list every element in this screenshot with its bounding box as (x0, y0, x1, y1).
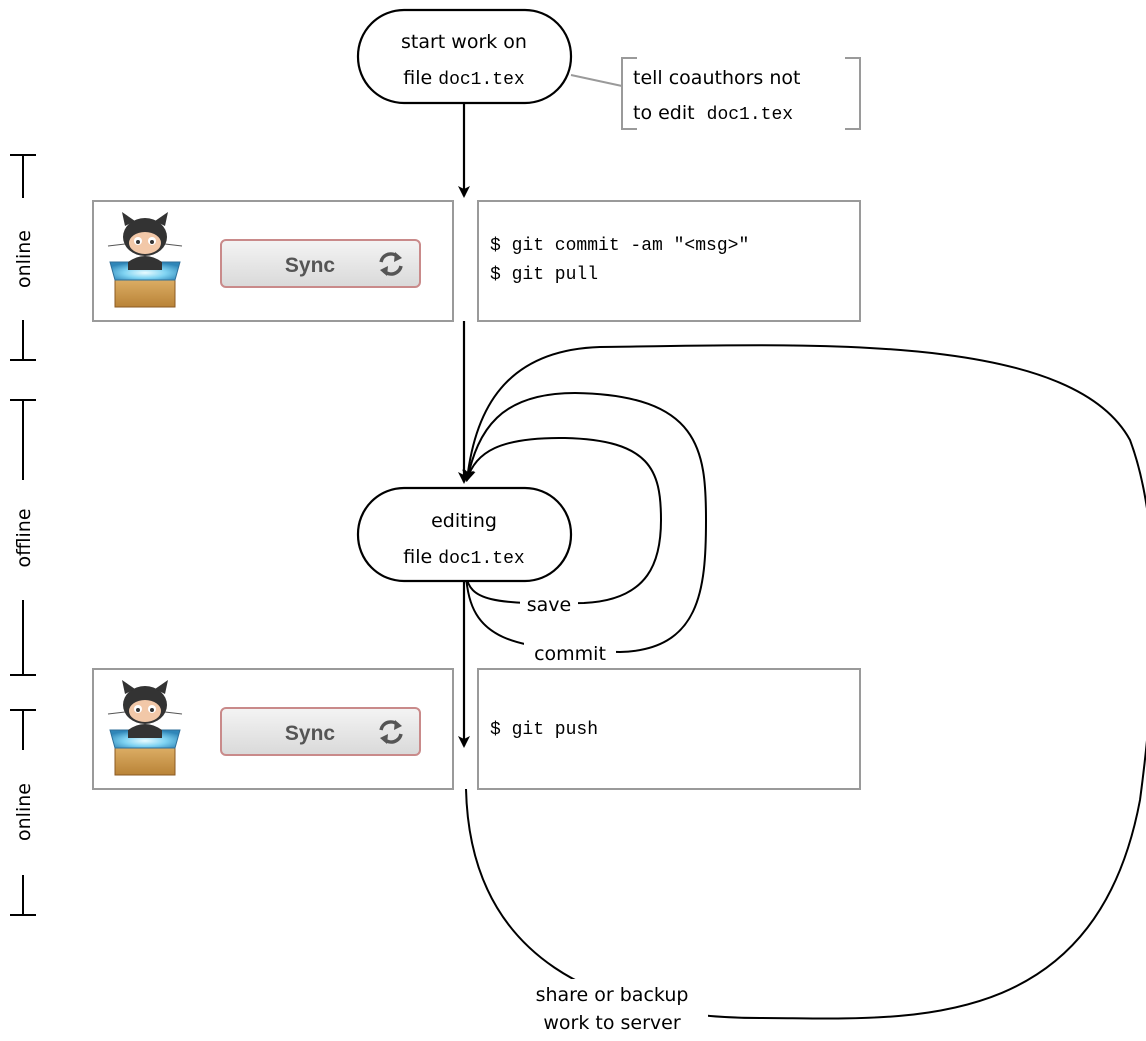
command-panel-1: $ git commit -am "<msg>" $ git pull (477, 200, 861, 322)
octocat-box-icon (107, 680, 183, 776)
start-node: start work on file doc1.tex (356, 8, 573, 105)
octocat-box-icon (107, 212, 183, 308)
note-bracket-left (621, 57, 637, 130)
note-bracket-right (845, 57, 861, 130)
note-filename: doc1.tex (707, 105, 793, 125)
note-edit-prefix: to edit (633, 102, 701, 124)
phase-label-online-2: online (13, 783, 35, 841)
editing-node-filename: doc1.tex (438, 549, 524, 569)
command-panel-2: $ git push (477, 668, 861, 790)
phase-label-online-1: online (13, 230, 35, 288)
commit-label: commit (534, 643, 606, 665)
editing-node-line1: editing (431, 510, 497, 532)
start-node-line2: file doc1.tex (403, 67, 524, 90)
commit-label-bg (524, 640, 616, 666)
share-label-bg (518, 979, 708, 1037)
share-label-line1: share or backup (536, 984, 689, 1006)
note-connector (570, 74, 623, 87)
command-panel-2-frame (477, 668, 861, 790)
phase-bracket-online-2: online (10, 709, 36, 916)
note-line1: tell coauthors not (633, 67, 800, 89)
refresh-icon (379, 252, 403, 276)
phase-label-offline: offline (13, 508, 35, 567)
refresh-icon (379, 720, 403, 744)
start-node-filename: doc1.tex (438, 70, 524, 90)
command-pull: $ git pull (490, 265, 598, 285)
coauthor-note: tell coauthors not to edit doc1.tex (570, 57, 861, 130)
sync-button-label: Sync (285, 722, 336, 745)
sync-panel-2: Sync (92, 668, 454, 790)
command-panel-1-frame (477, 200, 861, 322)
share-label-line2: work to server (543, 1012, 680, 1034)
note-line2: to edit doc1.tex (633, 102, 793, 125)
editing-node-line2: file doc1.tex (403, 546, 524, 569)
editing-node: editing file doc1.tex (356, 486, 573, 583)
phase-bracket-offline: offline (10, 399, 36, 676)
phase-bracket-online-1: online (10, 154, 36, 361)
start-node-line1: start work on (401, 31, 527, 53)
sync-button-label: Sync (285, 254, 336, 277)
save-label-bg (520, 591, 578, 617)
command-push: $ git push (490, 720, 598, 740)
sync-panel-1: Sync (92, 200, 454, 322)
command-commit: $ git commit -am "<msg>" (490, 236, 749, 256)
sync-button[interactable]: Sync (220, 707, 421, 756)
editing-node-file-prefix: file (403, 546, 438, 568)
save-label: save (527, 594, 571, 616)
sync-button[interactable]: Sync (220, 239, 421, 288)
start-node-file-prefix: file (403, 67, 438, 89)
